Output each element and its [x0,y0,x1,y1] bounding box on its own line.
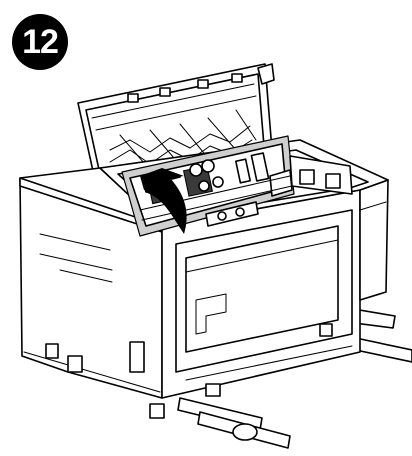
rotate-arrow-icon [140,168,187,234]
casters [45,323,333,419]
step-number-badge: 12 [12,14,68,70]
step-number: 12 [22,22,59,61]
